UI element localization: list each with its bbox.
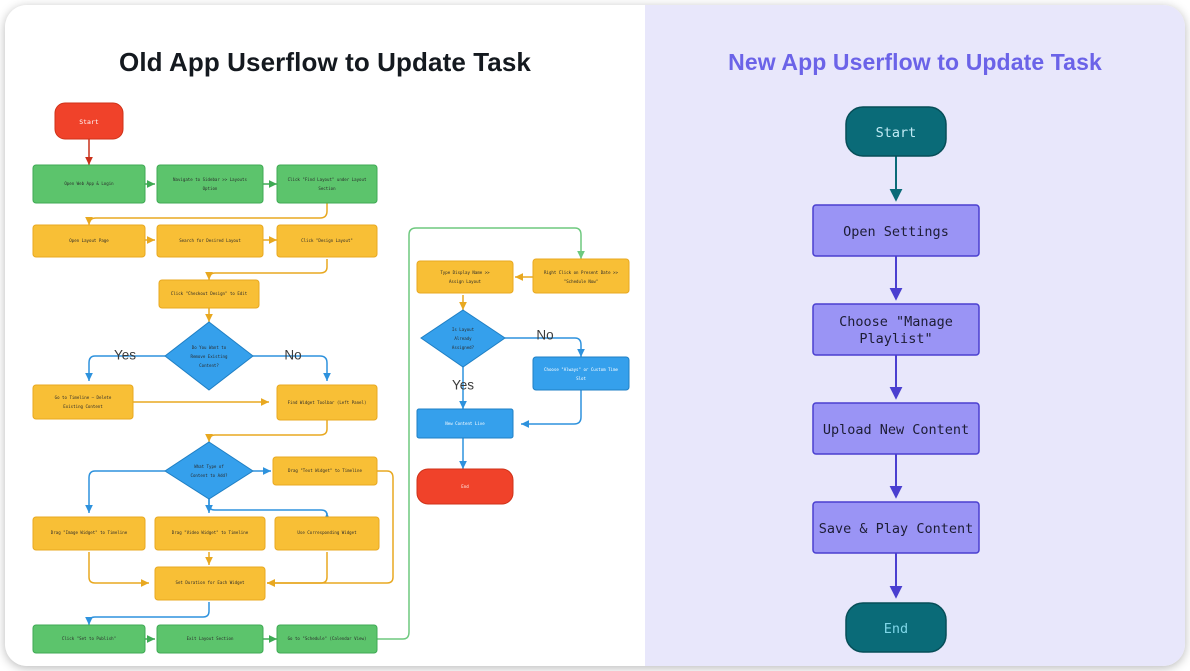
node-old-start[interactable]: Start xyxy=(54,102,124,140)
node-label: Click "Set to Publish" xyxy=(62,636,116,641)
node-label: Start xyxy=(79,118,99,126)
svg-text:Content to Add?: Content to Add? xyxy=(191,473,229,478)
old-flowchart: Start Open Web App & Login Navigate to S… xyxy=(32,102,630,654)
svg-text:Existing Content: Existing Content xyxy=(63,404,103,409)
node-label: End xyxy=(884,621,908,637)
node-label: Go to "Schedule" (Calendar View) xyxy=(288,636,367,641)
node-label: Open Settings xyxy=(843,224,949,240)
node-choose-manage-playlist[interactable]: Choose "Manage Playlist" xyxy=(812,303,980,356)
svg-text:Do You Want to: Do You Want to xyxy=(192,345,227,350)
node-layout-assigned-decision[interactable]: Is Layout Already Assigned? xyxy=(420,309,506,368)
comparison-card: Old App Userflow to Update Task xyxy=(5,5,1185,666)
node-open-layout-page[interactable]: Open Layout Page xyxy=(32,224,146,258)
svg-text:Choose "Manage: Choose "Manage xyxy=(839,314,953,330)
node-goto-schedule[interactable]: Go to "Schedule" (Calendar View) xyxy=(276,624,378,654)
svg-text:Playlist": Playlist" xyxy=(859,331,932,347)
svg-text:Assigned?: Assigned? xyxy=(452,345,475,350)
svg-text:"Schedule Now": "Schedule Now" xyxy=(564,279,599,284)
node-label: Open Web App & Login xyxy=(64,181,114,186)
node-click-set-to-publish[interactable]: Click "Set to Publish" xyxy=(32,624,146,654)
old-app-panel: Old App Userflow to Update Task xyxy=(5,5,645,666)
node-label: Drag "Image Widget" to Timeline xyxy=(51,530,128,535)
node-label: Set Duration for Each Widget xyxy=(175,580,245,585)
node-find-widget-toolbar[interactable]: Find Widget Toolbar (Left Panel) xyxy=(276,384,378,421)
svg-text:Section: Section xyxy=(318,186,336,191)
svg-text:Navigate to Sidebar >> Layouts: Navigate to Sidebar >> Layouts xyxy=(173,177,247,182)
node-click-design-layout[interactable]: Click "Design Layout" xyxy=(276,224,378,258)
node-drag-text-widget[interactable]: Drag "Text Widget" to Timeline xyxy=(272,456,378,486)
svg-text:Assign Layout: Assign Layout xyxy=(449,279,482,284)
new-app-panel: New App Userflow to Update Task xyxy=(645,5,1185,666)
node-new-start[interactable]: Start xyxy=(845,106,947,157)
node-open-settings[interactable]: Open Settings xyxy=(812,204,980,257)
svg-text:Slot: Slot xyxy=(576,376,586,381)
node-label: Drag "Video Widget" to Timeline xyxy=(172,530,249,535)
node-drag-image-widget[interactable]: Drag "Image Widget" to Timeline xyxy=(32,516,146,551)
node-new-content-live[interactable]: New Content Live xyxy=(416,408,514,439)
node-type-display-name[interactable]: Type Display Name >> Assign Layout xyxy=(416,260,514,294)
node-set-duration[interactable]: Set Duration for Each Widget xyxy=(154,566,266,601)
new-panel-title: New App Userflow to Update Task xyxy=(728,49,1102,75)
node-label: Search for Desired Layout xyxy=(179,238,241,243)
node-label: Start xyxy=(876,125,917,141)
node-label: End xyxy=(461,484,469,489)
node-new-end[interactable]: End xyxy=(845,602,947,653)
node-label: Use Corresponding Widget xyxy=(297,530,357,535)
svg-text:Is Layout: Is Layout xyxy=(452,327,475,332)
svg-text:Choose "Always" or Custom Time: Choose "Always" or Custom Time xyxy=(544,367,618,372)
node-label: Click "Design Layout" xyxy=(301,238,353,243)
edge-label-no-1: No xyxy=(284,348,301,363)
node-label: Drag "Text Widget" to Timeline xyxy=(288,468,362,473)
svg-text:Already: Already xyxy=(454,336,472,341)
node-drag-video-widget[interactable]: Drag "Video Widget" to Timeline xyxy=(154,516,266,551)
node-use-corresponding-widget[interactable]: Use Corresponding Widget xyxy=(274,516,380,551)
node-label: New Content Live xyxy=(445,421,485,426)
node-search-desired-layout[interactable]: Search for Desired Layout xyxy=(156,224,264,258)
node-remove-existing-content-decision[interactable]: Do You Want to Remove Existing Content? xyxy=(164,321,254,391)
node-click-checkout-design[interactable]: Click "Checkout Design" to Edit xyxy=(158,279,260,309)
node-old-end[interactable]: End xyxy=(416,468,514,505)
edge-label-yes-1: Yes xyxy=(114,348,136,363)
node-label: Find Widget Toolbar (Left Panel) xyxy=(288,400,367,405)
svg-text:Type Display Name >>: Type Display Name >> xyxy=(440,270,490,275)
node-navigate-sidebar[interactable]: Navigate to Sidebar >> Layouts Option xyxy=(156,164,264,204)
edge-label-no-2: No xyxy=(536,328,553,343)
node-label: Click "Checkout Design" to Edit xyxy=(171,291,248,296)
svg-text:Click "Find Layout" under Layo: Click "Find Layout" under Layout xyxy=(288,177,367,182)
svg-text:Go to Timeline — Delete: Go to Timeline — Delete xyxy=(55,395,112,400)
node-goto-timeline-delete[interactable]: Go to Timeline — Delete Existing Content xyxy=(32,384,134,420)
node-exit-layout-section[interactable]: Exit Layout Section xyxy=(156,624,264,654)
node-right-click-present-date[interactable]: Right Click on Present Date >> "Schedule… xyxy=(532,258,630,294)
node-content-type-decision[interactable]: What Type of Content to Add? xyxy=(164,441,254,500)
node-click-find-layout[interactable]: Click "Find Layout" under Layout Section xyxy=(276,164,378,204)
svg-text:Content?: Content? xyxy=(199,363,219,368)
node-save-play-content[interactable]: Save & Play Content xyxy=(812,501,980,554)
node-choose-always-or-custom[interactable]: Choose "Always" or Custom Time Slot xyxy=(532,356,630,391)
node-label: Upload New Content xyxy=(823,422,969,438)
node-open-web-app[interactable]: Open Web App & Login xyxy=(32,164,146,204)
svg-text:Remove Existing: Remove Existing xyxy=(191,354,229,359)
new-flowchart: Start Open Settings Choose "Manage Playl… xyxy=(812,106,980,653)
svg-text:Right Click on Present Date >>: Right Click on Present Date >> xyxy=(544,270,618,275)
old-panel-title: Old App Userflow to Update Task xyxy=(119,47,531,77)
node-label: Save & Play Content xyxy=(819,521,973,537)
node-upload-new-content[interactable]: Upload New Content xyxy=(812,402,980,455)
edge-label-yes-2: Yes xyxy=(452,378,474,393)
node-label: Open Layout Page xyxy=(69,238,109,243)
svg-text:Option: Option xyxy=(203,186,218,191)
node-label: Exit Layout Section xyxy=(187,636,234,641)
svg-text:What Type of: What Type of xyxy=(194,464,224,469)
